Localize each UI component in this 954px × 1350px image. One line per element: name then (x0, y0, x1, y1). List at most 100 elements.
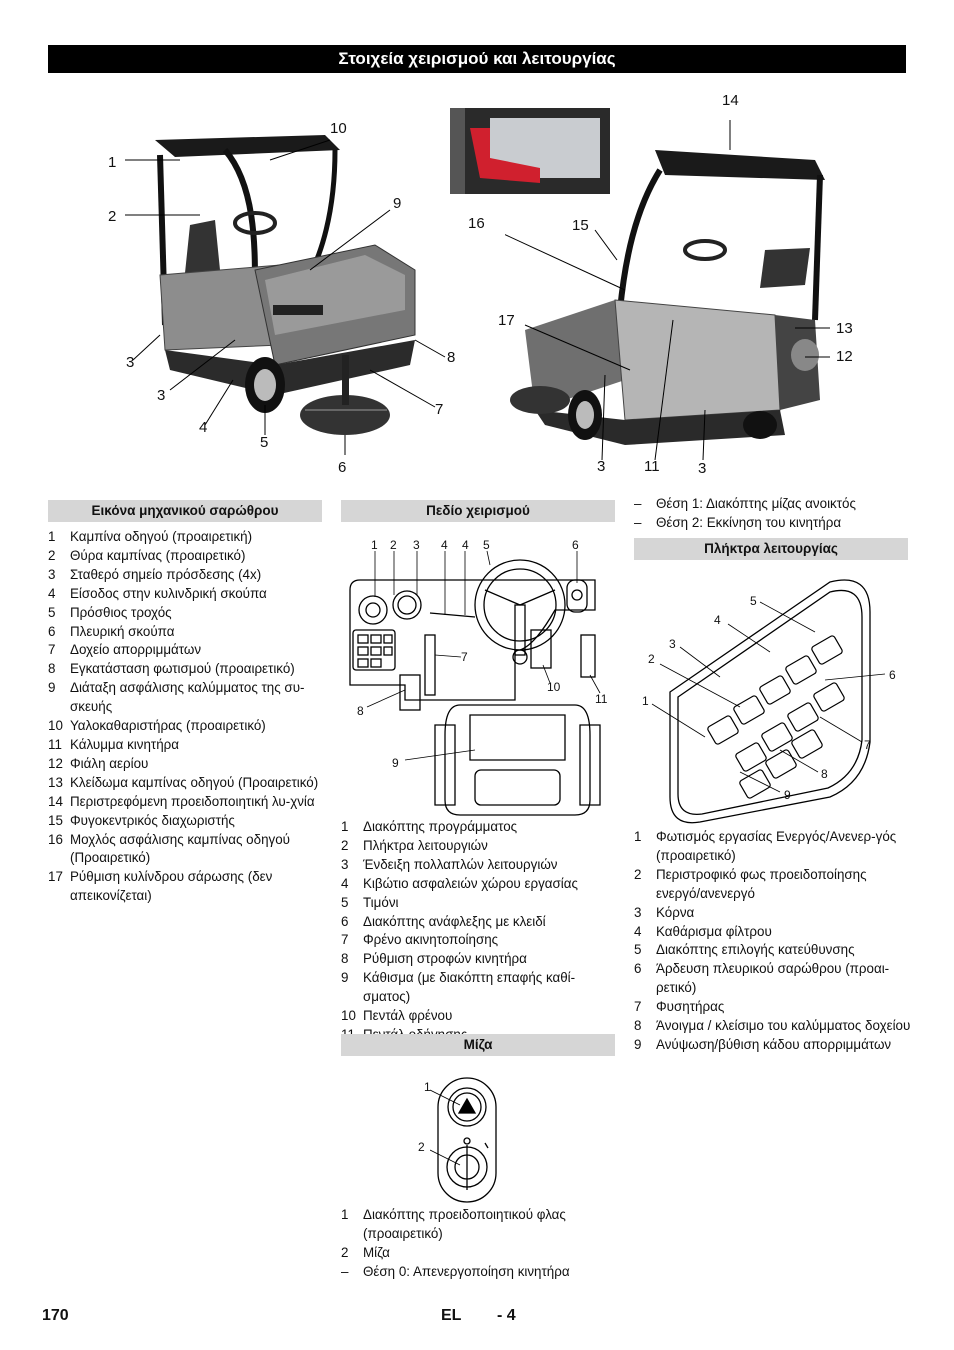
list-item-text: Είσοδος στην κυλινδρική σκούπα (70, 585, 267, 601)
keys-label-3: 3 (669, 637, 676, 651)
list-item-number: 4 (341, 875, 349, 891)
list-item: 4 Είσοδος στην κυλινδρική σκούπα (48, 585, 326, 604)
function-key (733, 695, 765, 725)
ignition-continued-list: –Θέση 1: Διακόπτης μίζας ανοικτός–Θέση 2… (634, 495, 910, 533)
page-title: Στοιχεία χειρισμού και λειτουργίας (48, 45, 906, 73)
list-item-text: Καμπίνα οδηγού (προαιρετική) (70, 529, 253, 544)
list-item-text: Περιστροφικό φως προειδοποίησης ενεργό/α… (656, 866, 867, 901)
section-machine-title: Εικόνα μηχανικού σαρώθρου (48, 500, 322, 522)
list-item-number: 9 (48, 680, 56, 696)
page-number: 170 (42, 1307, 69, 1324)
list-item-text: Κλείδωμα καμπίνας οδηγού (Προαιρετικό) (70, 774, 319, 790)
controls-label-2: 2 (390, 538, 397, 552)
callout-5: 5 (260, 434, 269, 451)
list-item-number: – (341, 1263, 349, 1279)
page-subnumber: - 4 (497, 1307, 516, 1324)
callout-17: 17 (498, 312, 515, 329)
list-item-text: Πλευρική σκούπα (70, 623, 175, 639)
list-item: 6 Άρδευση πλευρικού σαρώθρου (προαι-ρετικ… (634, 960, 914, 998)
list-item-text: Άρδευση πλευρικού σαρώθρου (προαι-ρετικό… (656, 961, 890, 996)
section-keys-title: Πλήκτρα λειτουργίας (634, 538, 908, 560)
ignition-label-1: 1 (424, 1080, 431, 1094)
list-item-number: 10 (48, 718, 63, 734)
callout-14: 14 (722, 92, 739, 109)
list-item-number: 4 (634, 923, 642, 939)
function-key (785, 655, 817, 685)
controls-label-1: 1 (371, 538, 378, 552)
function-key (759, 675, 791, 705)
list-item: –Θέση 2: Εκκίνηση του κινητήρα (634, 514, 910, 533)
machine-front-image (105, 95, 475, 475)
list-item-text: Διακόπτης επιλογής κατεύθυνσης (656, 942, 855, 958)
function-keys-diagram (651, 579, 886, 824)
list-item-text: Εγκατάσταση φωτισμού (προαιρετικό) (70, 661, 295, 677)
list-item-number: 6 (48, 623, 56, 639)
callout-3b: 3 (157, 387, 166, 404)
list-item-text: Ρύθμιση κυλίνδρου σάρωσης (δεν απεικονίζ… (70, 869, 273, 904)
list-item-number: 17 (48, 869, 63, 885)
list-item-text: Ρύθμιση στροφών κινητήρα (363, 951, 527, 967)
list-item-text: Σταθερό σημείο πρόσδεσης (4x) (70, 566, 262, 582)
keys-label-1: 1 (642, 694, 649, 708)
list-item: –Θέση 0: Απενεργοποίηση κινητήρα (341, 1263, 619, 1282)
list-item: 3 Σταθερό σημείο πρόσδεσης (4x) (48, 566, 326, 585)
list-item-text: Πλήκτρα λειτουργιών (363, 837, 488, 853)
function-key (761, 722, 793, 752)
keys-label-8: 8 (821, 767, 828, 781)
list-item-number: 7 (48, 642, 56, 658)
function-key (707, 715, 739, 745)
callout-2: 2 (108, 208, 117, 225)
callout-3d: 3 (698, 460, 707, 477)
list-item-text: Πρόσθιος τροχός (70, 604, 172, 620)
list-item-number: – (634, 514, 642, 530)
list-item: 9 Κάθισμα (με διακόπτη επαφής καθί-σματος… (341, 969, 619, 1007)
callout-16: 16 (468, 215, 485, 232)
list-item-text: Θέση 1: Διακόπτης μίζας ανοικτός (656, 496, 856, 511)
list-item-number: 5 (48, 604, 56, 620)
callout-12: 12 (836, 348, 853, 365)
language-code: EL (441, 1307, 462, 1324)
list-item-number: 8 (48, 661, 56, 677)
list-item-text: Φυγοκεντρικός διαχωριστής (70, 812, 235, 828)
list-item-text: Μοχλός ασφάλισης καμπίνας οδηγού (Προαιρ… (70, 831, 290, 866)
function-key (765, 749, 797, 779)
list-item-number: 6 (634, 961, 642, 977)
list-item-number: 12 (48, 755, 63, 771)
section-ignition-title: Μίζα (341, 1034, 615, 1056)
callout-13: 13 (836, 320, 853, 337)
callout-10: 10 (330, 120, 347, 137)
list-item-number: 3 (48, 566, 56, 582)
list-item: 16 Μοχλός ασφάλισης καμπίνας οδηγού (Προα… (48, 831, 326, 869)
controls-label-4b: 4 (462, 538, 469, 552)
controls-label-4a: 4 (441, 538, 448, 552)
function-key (787, 702, 819, 732)
list-item: 5 Πρόσθιος τροχός (48, 604, 326, 623)
section-controls-title: Πεδίο χειρισμού (341, 500, 615, 522)
controls-label-6: 6 (572, 538, 579, 552)
list-item-text: Πεντάλ φρένου (363, 1008, 453, 1024)
controls-label-11: 11 (595, 692, 608, 706)
control-panel-diagram (349, 550, 601, 816)
machine-rear-main-image (505, 120, 830, 460)
list-item-text: Κάθισμα (με διακόπτη επαφής καθί-σματος) (363, 970, 576, 1005)
function-key (811, 635, 843, 665)
controls-label-10: 10 (547, 680, 561, 694)
list-item-number: 4 (48, 585, 56, 601)
list-item-number: 16 (48, 831, 63, 847)
controls-label-5: 5 (483, 538, 490, 552)
list-item-number: 9 (341, 970, 349, 986)
list-item: –Θέση 1: Διακόπτης μίζας ανοικτός (634, 495, 910, 514)
callout-3: 3 (126, 354, 135, 371)
